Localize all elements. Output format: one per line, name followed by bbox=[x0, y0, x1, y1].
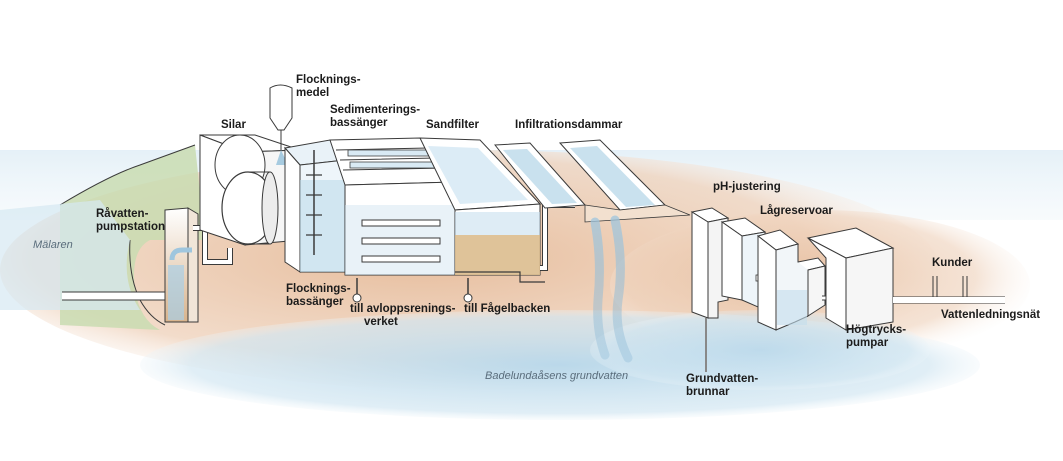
seepage-stream-1 bbox=[590, 217, 610, 360]
sedimentation-plates bbox=[361, 219, 441, 263]
flocculation-mixer-blades bbox=[306, 174, 322, 236]
infiltration-pond-1-water bbox=[503, 149, 577, 204]
label-high-pressure-line-1: Högtrycks- bbox=[846, 324, 907, 336]
strainer-drum-2-end bbox=[261, 171, 279, 245]
label-raw-water-pump-station: Råvatten- pumpstation bbox=[96, 208, 165, 234]
label-flocculant-line-1: Flocknings- bbox=[296, 74, 361, 86]
label-flocculant-line-2: medel bbox=[296, 87, 330, 99]
pump-station-side bbox=[187, 207, 199, 323]
pump-station-water bbox=[168, 265, 184, 320]
label-raw-water-line-2: pumpstation bbox=[96, 221, 165, 233]
seepage-stream-2 bbox=[610, 215, 633, 363]
pump-station-pipe bbox=[169, 247, 192, 261]
label-to-fagelbacken: till Fågelbacken bbox=[464, 303, 551, 315]
label-sewage-line-2: verket bbox=[364, 316, 398, 328]
label-raw-water-line-1: Råvatten- bbox=[96, 208, 149, 220]
intake-pipe bbox=[62, 291, 166, 301]
label-sedimentation-basins: Sedimenterings- bassänger bbox=[330, 104, 420, 130]
label-ph-adjustment: pH-justering bbox=[713, 181, 781, 193]
drain-valve-fagelbacken bbox=[463, 293, 473, 303]
reservoir-tower-front bbox=[757, 234, 777, 331]
infiltration-pond-2-water bbox=[570, 146, 655, 207]
lake-surface bbox=[0, 200, 140, 310]
label-sewage-line-1: till avloppsrenings- bbox=[350, 303, 456, 315]
ph-adjustment-building-front bbox=[691, 211, 709, 319]
sandfilter-water bbox=[455, 212, 540, 235]
label-flocculation-line-2: bassänger bbox=[286, 296, 344, 308]
label-groundwater: Badelundaåsens grundvatten bbox=[485, 370, 629, 382]
label-customers: Kunder bbox=[932, 257, 973, 269]
customer-pipe-1 bbox=[932, 276, 938, 297]
sandfilter-sand bbox=[455, 235, 540, 275]
flocculant-silo bbox=[269, 84, 293, 131]
reservoir-tower-ledge-side bbox=[807, 265, 826, 317]
label-strainers: Silar bbox=[221, 119, 246, 131]
sandfilter-water-top bbox=[428, 146, 528, 204]
reservoir-tower-water bbox=[777, 290, 807, 325]
label-high-pressure-line-2: pumpar bbox=[846, 337, 889, 349]
label-lake: Mälaren bbox=[33, 239, 73, 251]
label-low-reservoir: Lågreservoar bbox=[760, 205, 833, 217]
label-wells-line-2: brunnar bbox=[686, 386, 730, 398]
label-distribution-network: Vattenledningsnät bbox=[941, 309, 1041, 321]
label-groundwater-wells: Grundvatten- brunnar bbox=[686, 373, 758, 399]
label-sedimentation-line-1: Sedimenterings- bbox=[330, 104, 421, 116]
label-sandfilter: Sandfilter bbox=[426, 119, 480, 131]
lake-shore-outline bbox=[59, 144, 196, 206]
label-sedimentation-line-2: bassänger bbox=[330, 117, 388, 129]
customer-pipe-2 bbox=[962, 276, 968, 297]
drain-valve-sewage bbox=[352, 293, 362, 303]
filter-outlet-pipe bbox=[455, 271, 545, 283]
strainer-drum-2-body bbox=[248, 171, 270, 245]
label-wells-line-1: Grundvatten- bbox=[686, 373, 759, 385]
flocculation-basin-front bbox=[284, 146, 301, 273]
distribution-pipe-fill bbox=[893, 297, 1005, 303]
high-pressure-pump-front bbox=[845, 247, 894, 331]
low-reservoir-front bbox=[721, 221, 743, 301]
groundwater-wash-right bbox=[590, 310, 930, 390]
label-to-sewage-plant: till avloppsrenings- verket bbox=[350, 303, 455, 329]
label-flocculant: Flocknings- medel bbox=[296, 74, 361, 100]
flocculation-water bbox=[300, 180, 345, 272]
label-flocculation-basins: Flocknings- bassänger bbox=[286, 283, 351, 309]
high-pressure-pump-side bbox=[807, 237, 847, 331]
label-infiltration-ponds: Infiltrationsdammar bbox=[515, 119, 623, 131]
label-high-pressure-pumps: Högtrycks- pumpar bbox=[846, 324, 906, 350]
label-flocculation-line-1: Flocknings- bbox=[286, 283, 351, 295]
